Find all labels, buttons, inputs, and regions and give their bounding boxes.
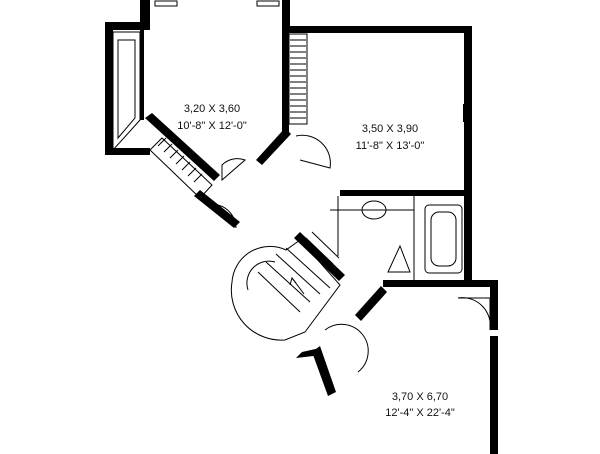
room-label-main-metric: 3,70 X 6,70 [392, 391, 448, 403]
room-label-bedroom-right-metric: 3,50 X 3,90 [362, 123, 418, 135]
windows-and-fixtures [112, 0, 491, 373]
room-label-bedroom-left-metric: 3,20 X 3,60 [184, 103, 240, 115]
room-label-main-imperial: 12'-4" X 22'-4" [385, 407, 455, 419]
room-labels: 3,20 X 3,60 10'-8" X 12'-0" 3,50 X 3,90 … [177, 103, 455, 419]
walls [105, 0, 498, 454]
room-label-bedroom-right-imperial: 11'-8" X 13'-0" [356, 140, 425, 152]
room-label-bedroom-left-imperial: 10'-8" X 12'-0" [177, 120, 247, 132]
